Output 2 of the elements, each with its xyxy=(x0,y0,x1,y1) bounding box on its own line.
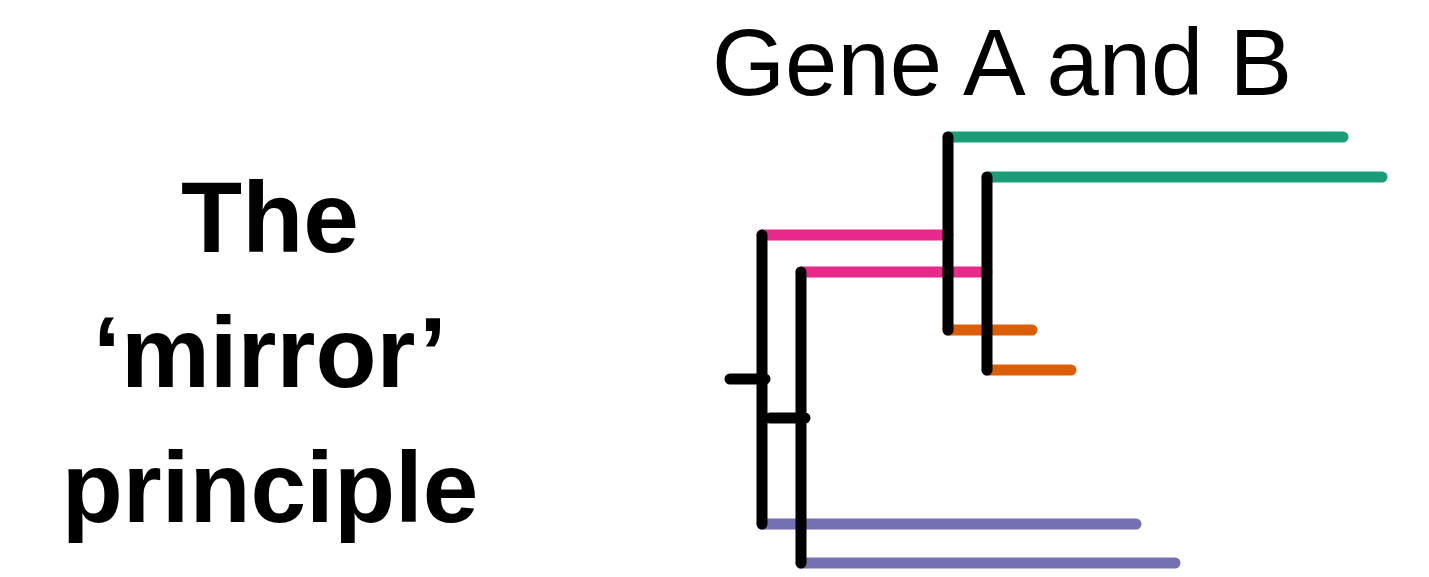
title: The ‘mirror’ principle xyxy=(60,160,480,545)
tree-label: Gene A and B xyxy=(712,9,1293,117)
